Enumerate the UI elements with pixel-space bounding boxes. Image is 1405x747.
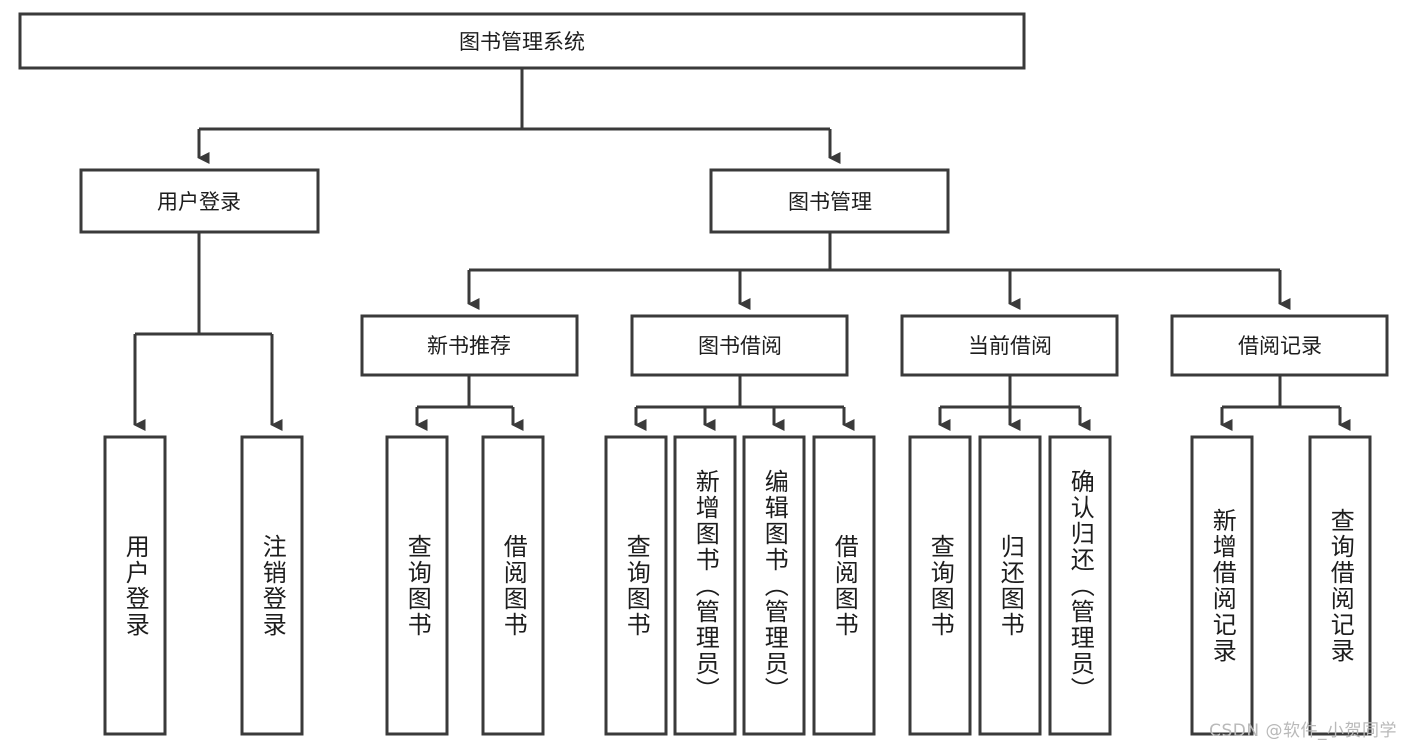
node-new-books-label: 新书推荐 <box>427 334 511 358</box>
node-leaf-box[interactable] <box>673 435 737 736</box>
node-leaf-box[interactable] <box>240 435 304 736</box>
node-leaf-box[interactable] <box>1048 435 1112 736</box>
node-leaf-box[interactable] <box>978 435 1042 736</box>
node-borrow-records-box[interactable] <box>1170 314 1389 377</box>
node-leaf-box[interactable] <box>1190 435 1254 736</box>
node-borrow-records-label: 借阅记录 <box>1238 334 1322 358</box>
node-leaf-box[interactable] <box>1308 435 1372 736</box>
node-new-books-box[interactable] <box>360 314 579 377</box>
node-current-borrow-box[interactable] <box>900 314 1119 377</box>
node-book-mgmt-label: 图书管理 <box>788 190 872 214</box>
node-borrow-label: 图书借阅 <box>698 334 782 358</box>
node-root-box[interactable] <box>18 12 1026 70</box>
node-leaf-box[interactable] <box>103 435 167 736</box>
node-borrow-box[interactable] <box>630 314 849 377</box>
node-leaf-box[interactable] <box>604 435 668 736</box>
node-leaf-box[interactable] <box>742 435 806 736</box>
node-leaf-box[interactable] <box>385 435 449 736</box>
node-leaf-box[interactable] <box>481 435 545 736</box>
node-root-label: 图书管理系统 <box>459 30 585 54</box>
node-current-borrow-label: 当前借阅 <box>968 334 1052 358</box>
node-book-mgmt-box[interactable] <box>709 168 950 234</box>
node-leaf-box[interactable] <box>908 435 972 736</box>
node-leaf-box[interactable] <box>812 435 876 736</box>
watermark-text: CSDN @软件_小贺同学 <box>1209 721 1397 741</box>
node-user-login-label: 用户登录 <box>157 190 241 214</box>
